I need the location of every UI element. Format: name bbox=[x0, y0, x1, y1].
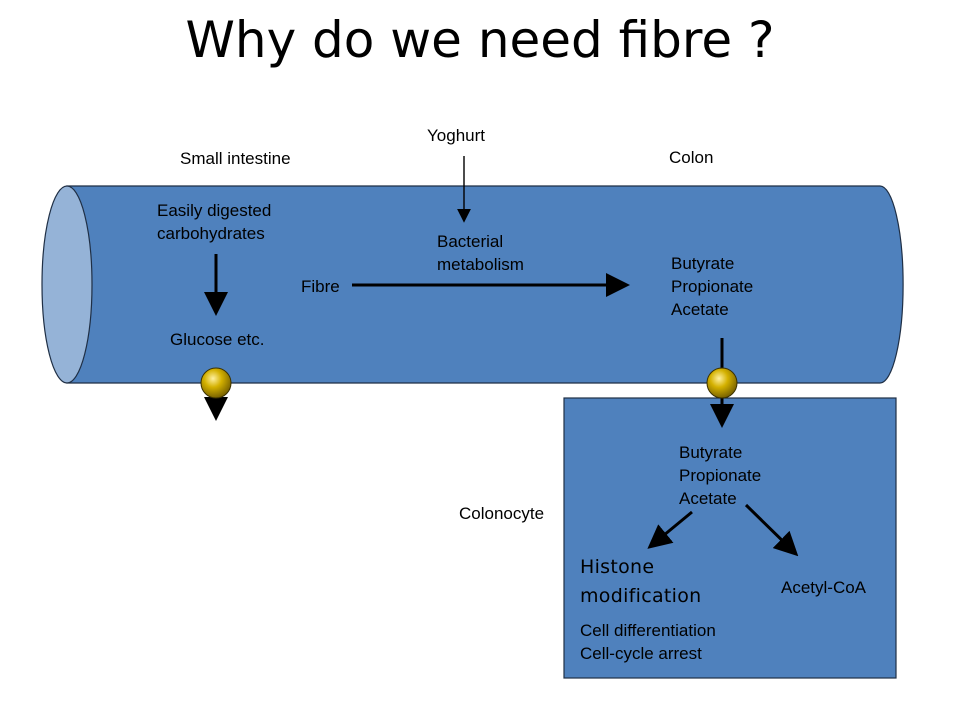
butyrate-colon: Butyrate bbox=[671, 254, 735, 273]
glucose-label: Glucose etc. bbox=[170, 330, 265, 349]
bacterial-line-1: Bacterial bbox=[437, 232, 504, 251]
acetate-colon: Acetate bbox=[671, 300, 729, 319]
scfa-transporter bbox=[706, 367, 738, 399]
acetyl-coa-arrow bbox=[744, 503, 799, 557]
acetyl-coa-label: Acetyl-CoA bbox=[781, 578, 867, 597]
cell-effects-label: Cell differentiation Cell-cycle arrest bbox=[580, 619, 716, 665]
histone-line-1: Histone bbox=[580, 556, 655, 578]
colonocyte-cell bbox=[563, 397, 897, 679]
histone-modification-label: Histone modification bbox=[580, 553, 702, 611]
bacterial-metabolism-label: Bacterial metabolism bbox=[437, 230, 524, 276]
glucose-transporter bbox=[200, 367, 232, 399]
yoghurt-label: Yoghurt bbox=[427, 126, 485, 145]
scfa-colon-label: Butyrate Propionate Acetate bbox=[671, 252, 753, 321]
carbohydrates-line-2: carbohydrates bbox=[157, 224, 265, 243]
colon-label: Colon bbox=[669, 148, 714, 167]
cell-cycle-arrest: Cell-cycle arrest bbox=[580, 644, 702, 663]
slide-title: Why do we need fibre ? bbox=[185, 11, 775, 69]
propionate-cell: Propionate bbox=[679, 466, 762, 485]
histone-line-2: modification bbox=[580, 585, 702, 607]
acetate-cell: Acetate bbox=[679, 489, 737, 508]
cell-differentiation: Cell differentiation bbox=[580, 621, 716, 640]
carbohydrates-label: Easily digested carbohydrates bbox=[157, 199, 271, 245]
histone-arrow bbox=[647, 510, 693, 549]
carbohydrates-line-1: Easily digested bbox=[157, 201, 272, 220]
propionate-colon: Propionate bbox=[671, 277, 754, 296]
scfa-cell-label: Butyrate Propionate Acetate bbox=[679, 441, 761, 510]
butyrate-cell: Butyrate bbox=[679, 443, 743, 462]
fibre-label: Fibre bbox=[301, 277, 340, 296]
tube-opening bbox=[41, 185, 93, 384]
bacterial-line-2: metabolism bbox=[437, 255, 524, 274]
colonocyte-label: Colonocyte bbox=[459, 504, 545, 523]
small-intestine-label: Small intestine bbox=[180, 149, 291, 168]
